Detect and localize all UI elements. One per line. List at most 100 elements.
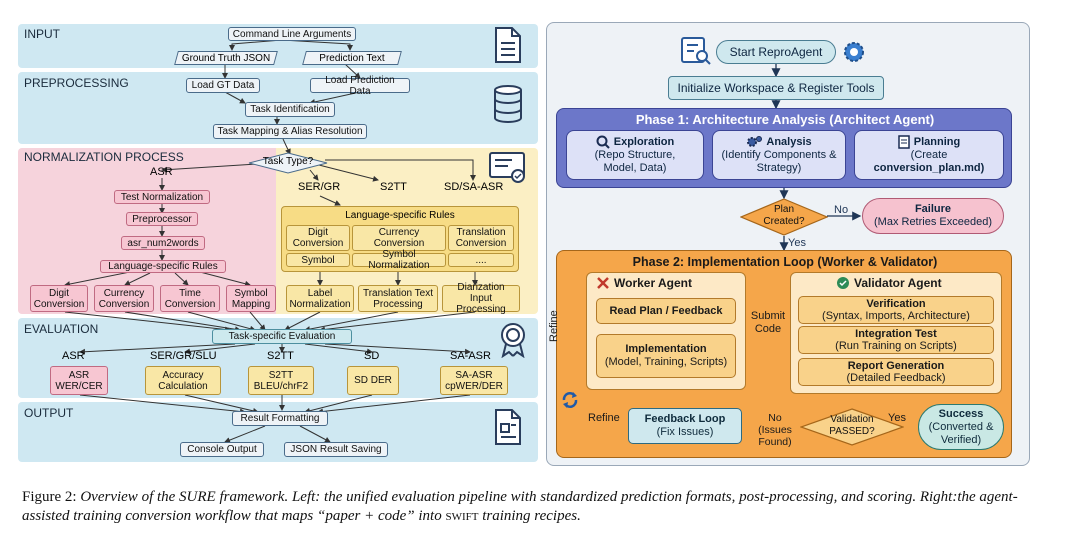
time-conversion-box: Time Conversion — [160, 285, 220, 312]
validation-label: Validation PASSED? — [829, 414, 875, 437]
digit-conversion-box: Digit Conversion — [30, 285, 88, 312]
gear-icon — [844, 42, 864, 62]
command-line-arguments: Command Line Arguments — [228, 27, 356, 41]
success-body: (Converted & Verified) — [928, 420, 994, 446]
document-icon — [495, 27, 521, 63]
validator-agent-header: Validator Agent — [836, 276, 942, 290]
section-label-normalization: NORMALIZATION PROCESS — [24, 150, 184, 164]
task-type-decision: Task Type? — [248, 152, 328, 174]
ground-truth-json: Ground Truth JSON — [176, 51, 276, 65]
exploration-body: (Repo Structure, Model, Data) — [594, 149, 676, 174]
eval-box-s2tt: S2TT BLEU/chrF2 — [248, 366, 314, 395]
read-plan-feedback: Read Plan / Feedback — [596, 298, 736, 324]
caption-swift: swift — [445, 508, 479, 524]
branch-label-s2tt: S2TT — [380, 181, 407, 193]
plan-created-label: Plan Created? — [763, 204, 805, 227]
symbol-mapping-box: Symbol Mapping — [226, 285, 276, 312]
eval-box-sa-asr: SA-ASR cpWER/DER — [440, 366, 508, 395]
translation-text-processing-box: Translation Text Processing — [358, 285, 438, 312]
integration-test-body: (Run Training on Scripts) — [835, 340, 957, 352]
report-generation-box: Report Generation (Detailed Feedback) — [798, 358, 994, 386]
prediction-text-label: Prediction Text — [319, 52, 385, 64]
database-icon — [494, 85, 522, 123]
rule-digit-conversion: Digit Conversion — [286, 225, 350, 251]
load-prediction-data: Load Prediction Data — [310, 75, 410, 97]
clipboard-icon — [898, 135, 910, 149]
certificate-icon — [489, 152, 525, 183]
report-generation-title: Report Generation — [847, 360, 945, 372]
eval-box-asr: ASR WER/CER — [50, 366, 108, 395]
planning-box: Planning (Create conversion_plan.md) — [854, 130, 1004, 180]
eval-box-accuracy: Accuracy Calculation — [145, 366, 221, 395]
planning-file: conversion_plan.md) — [873, 162, 985, 174]
eval-head-sa-asr: SA-ASR — [450, 350, 491, 362]
label-normalization-box: Label Normalization — [286, 285, 354, 312]
refine-horizontal-label: Refine — [588, 412, 620, 424]
preprocessor: Preprocessor — [126, 212, 198, 226]
success-title: Success — [938, 407, 984, 420]
magnifier-icon — [596, 135, 610, 149]
analysis-box: Analysis (Identify Components & Strategy… — [712, 130, 846, 180]
verification-title: Verification — [866, 298, 926, 310]
feedback-loop-box: Feedback Loop (Fix Issues) — [628, 408, 742, 444]
plan-no-label: No — [834, 204, 849, 216]
rule-symbol-normalization: Symbol Normalization — [352, 249, 446, 271]
prediction-text: Prediction Text — [304, 51, 400, 65]
caption-text-1: Overview of the SURE framework. Left: th… — [22, 489, 1018, 524]
verification-box: Verification (Syntax, Imports, Architect… — [798, 296, 994, 324]
analysis-body: (Identify Components & Strategy) — [721, 149, 837, 174]
eval-box-sd: SD DER — [347, 366, 399, 395]
load-gt-data: Load GT Data — [186, 78, 260, 93]
initialize-workspace: Initialize Workspace & Register Tools — [668, 76, 884, 100]
integration-test-box: Integration Test (Run Training on Script… — [798, 326, 994, 354]
branch-label-asr: ASR — [150, 166, 173, 178]
section-label-input: INPUT — [24, 27, 60, 41]
success-box: Success (Converted & Verified) — [918, 404, 1004, 450]
checklist-search-icon — [681, 37, 711, 65]
failure-box: Failure (Max Retries Exceeded) — [862, 198, 1004, 234]
language-specific-rules-panel: Language-specific Rules Digit Conversion… — [281, 206, 519, 272]
validator-agent-title: Validator Agent — [854, 276, 942, 290]
implementation-body: (Model, Training, Scripts) — [604, 356, 728, 368]
gears-icon — [747, 136, 763, 147]
rule-symbol: Symbol — [286, 253, 350, 267]
caption-text-2: training recipes. — [478, 508, 581, 524]
section-label-preprocessing: PREPROCESSING — [24, 76, 129, 90]
award-icon — [501, 323, 525, 358]
language-specific-rules-left: Language-specific Rules — [100, 260, 226, 273]
figure-caption: Figure 2: Overview of the SURE framework… — [22, 488, 1062, 526]
caption-prefix: Figure 2: — [22, 489, 81, 505]
implementation-box: Implementation (Model, Training, Scripts… — [596, 334, 736, 378]
integration-test-title: Integration Test — [855, 328, 937, 340]
implementation-title: Implementation — [625, 343, 707, 355]
branch-label-ser-gr: SER/GR — [298, 181, 341, 193]
start-reproagent: Start ReproAgent — [716, 40, 836, 64]
diarization-input-processing-box: Diarization Input Processing — [442, 282, 520, 315]
refine-vertical-label: Refine — [548, 310, 560, 342]
task-specific-evaluation: Task-specific Evaluation — [212, 329, 352, 344]
language-specific-rules-right-title: Language-specific Rules — [345, 210, 455, 221]
task-identification: Task Identification — [245, 102, 335, 117]
ground-truth-json-label: Ground Truth JSON — [181, 52, 271, 64]
eval-head-asr: ASR — [62, 350, 85, 362]
section-label-evaluation: EVALUATION — [24, 322, 99, 336]
analysis-title: Analysis — [766, 135, 812, 148]
eval-head-ser-gr-slu: SER/GR/SLU — [150, 350, 217, 362]
phase2-title: Phase 2: Implementation Loop (Worker & V… — [632, 255, 938, 269]
refresh-icon — [562, 392, 578, 408]
json-result-saving: JSON Result Saving — [284, 442, 388, 457]
failure-title: Failure — [914, 203, 952, 215]
test-normalization: Test Normalization — [114, 190, 210, 204]
report-generation-body: (Detailed Feedback) — [846, 372, 946, 384]
planning-body: (Create — [910, 149, 948, 161]
exploration-box: Exploration (Repo Structure, Model, Data… — [566, 130, 704, 180]
planning-title: Planning — [913, 135, 961, 148]
left-connectors — [64, 39, 478, 443]
tools-icon — [597, 277, 609, 289]
validation-no-label: No (Issues Found) — [758, 412, 792, 448]
console-output: Console Output — [180, 442, 264, 457]
rule-ellipsis: .... — [448, 253, 514, 267]
validation-yes-label: Yes — [888, 412, 906, 424]
result-formatting: Result Formatting — [232, 411, 328, 426]
feedback-loop-body: (Fix Issues) — [656, 426, 714, 438]
